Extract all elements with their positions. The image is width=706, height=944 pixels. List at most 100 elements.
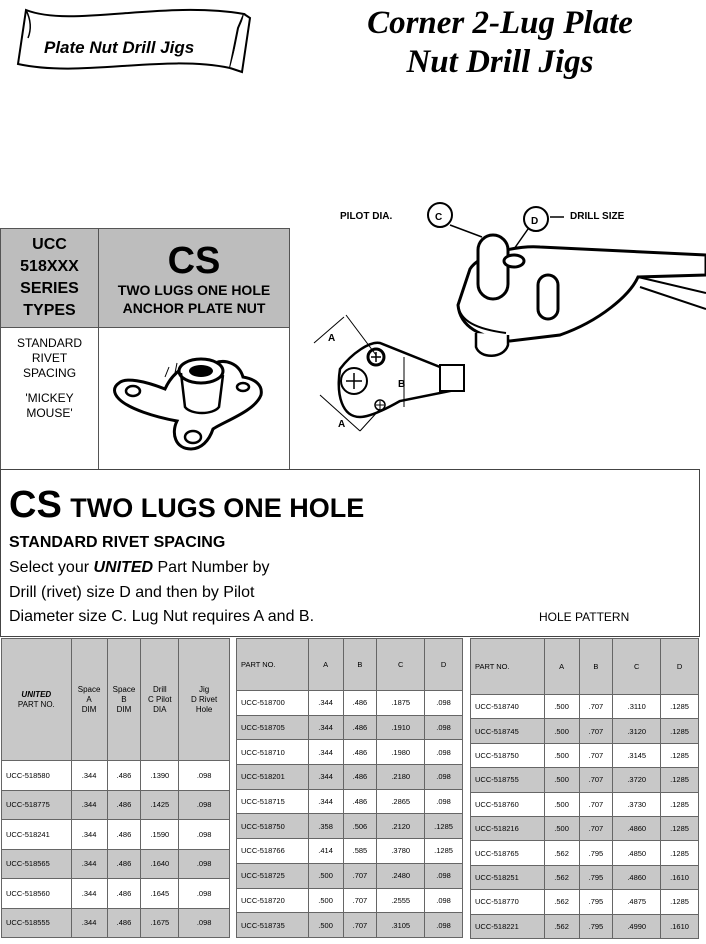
series-line-2: 518XXX (20, 258, 79, 275)
table-header-row: PART NO. A B C D (236, 638, 463, 691)
c-cell: .3105 (376, 912, 426, 938)
series-desc-line-2: ANCHOR PLATE NUT (122, 300, 266, 316)
b-cell: .486 (106, 907, 142, 938)
b-cell: .795 (578, 840, 614, 866)
pilot-dia-label: PILOT DIA. (340, 211, 392, 222)
d-cell: .1285 (660, 815, 699, 842)
c-cell: .3730 (612, 791, 662, 817)
info-line-1-pre: Select your (9, 559, 94, 576)
header-part-no: PART NO. (470, 638, 545, 695)
c-cell: .1425 (140, 789, 180, 820)
d-cell: .098 (178, 907, 230, 938)
pilot-letter: C (435, 212, 442, 223)
series-line-4: TYPES (23, 302, 76, 319)
c-cell: .2865 (376, 788, 426, 815)
c-cell: .1590 (140, 819, 180, 850)
b-cell: .795 (578, 864, 614, 891)
a-cell: .358 (307, 813, 344, 840)
header-a-2: A (86, 694, 92, 704)
spacing-line-1: STANDARD (16, 336, 83, 350)
b-cell: .707 (342, 912, 378, 938)
part-no-cell: UCC-518216 (470, 815, 545, 842)
jig-diagram: PILOT DIA. C D DRILL SIZE A B (300, 195, 706, 470)
a-cell: .344 (70, 819, 108, 850)
c-cell: .4860 (612, 864, 662, 891)
header-b: B (578, 638, 614, 695)
table-row: UCC-518770.562.795.4875.1285 (470, 889, 699, 915)
d-cell: .1285 (660, 693, 699, 720)
c-cell: .3110 (612, 693, 662, 720)
part-no-cell: UCC-518770 (470, 889, 545, 915)
table-row: UCC-518560.344.486.1645.098 (1, 878, 230, 909)
c-cell: .1875 (376, 690, 426, 716)
c-cell: .2180 (376, 764, 426, 790)
c-cell: .3120 (612, 718, 662, 744)
nickname-line-1: 'MICKEY (25, 391, 74, 405)
table-row: UCC-518735.500.707.3105.098 (236, 912, 463, 938)
table-row: UCC-518765.562.795.4850.1285 (470, 840, 699, 866)
c-cell: .1675 (140, 907, 180, 938)
a-cell: .500 (307, 912, 344, 938)
d-cell: .1285 (660, 791, 699, 817)
part-no-cell: UCC-518755 (470, 767, 545, 793)
info-name: TWO LUGS ONE HOLE (70, 493, 365, 523)
b-cell: .707 (342, 862, 378, 889)
c-cell: .4860 (612, 815, 662, 842)
d-cell: .1285 (424, 813, 463, 840)
table-row: UCC-518755.500.707.3720.1285 (470, 767, 699, 793)
table-row: UCC-518760.500.707.3730.1285 (470, 791, 699, 817)
part-no-cell: UCC-518241 (1, 819, 72, 850)
b-cell: .486 (342, 714, 378, 741)
info-line-1-post: Part Number by (153, 559, 270, 576)
header-d-1: Jig (199, 684, 210, 694)
header-part-no: PART NO. (236, 638, 309, 691)
info-code: CS (9, 484, 62, 526)
header-c-2: C Pilot (148, 694, 172, 704)
table-row: UCC-518766.414.585.3780.1285 (236, 838, 463, 864)
table-row: UCC-518775.344.486.1425.098 (1, 789, 230, 820)
d-cell: .098 (424, 764, 463, 790)
jig-diagram-drawing: PILOT DIA. C D DRILL SIZE A B (313, 202, 706, 432)
series-code: CS (167, 240, 221, 282)
header-a: A (543, 638, 580, 695)
c-cell: .4875 (612, 889, 662, 915)
plate-nut-drawing (105, 337, 285, 465)
a-cell: .500 (543, 815, 580, 842)
table-row: UCC-518565.344.486.1640.098 (1, 848, 230, 879)
a-cell: .344 (70, 760, 108, 791)
dim-a-bottom-label: A (338, 419, 345, 430)
a-cell: .344 (307, 788, 344, 815)
d-cell: .098 (424, 690, 463, 716)
a-cell: .344 (70, 789, 108, 820)
d-cell: .098 (424, 862, 463, 889)
header-b-1: Space (112, 684, 136, 694)
a-cell: .562 (543, 913, 580, 939)
info-line-2: Drill (rivet) size D and then by Pilot (9, 583, 255, 601)
table-row: UCC-518715.344.486.2865.098 (236, 788, 463, 815)
b-cell: .486 (106, 878, 142, 909)
part-no-cell: UCC-518251 (470, 864, 545, 891)
table-row: UCC-518241.344.486.1590.098 (1, 819, 230, 850)
header-d: D (424, 638, 463, 691)
title-line-1: Corner 2-Lug Plate (367, 5, 633, 41)
part-no-cell: UCC-518700 (236, 690, 309, 716)
c-cell: .1910 (376, 714, 426, 741)
header-a: A (307, 638, 344, 691)
d-cell: .1610 (660, 864, 699, 891)
series-box: UCC 518XXX SERIES TYPES CS TWO LUGS ONE … (0, 228, 290, 470)
header-a-3: DIM (81, 704, 97, 714)
series-code-cell: CS TWO LUGS ONE HOLE ANCHOR PLATE NUT (99, 229, 289, 328)
c-cell: .4990 (612, 913, 662, 939)
banner-scroll-icon (16, 8, 252, 74)
a-cell: .562 (543, 840, 580, 866)
b-cell: .486 (106, 789, 142, 820)
a-cell: .500 (307, 887, 344, 914)
a-cell: .562 (543, 864, 580, 891)
part-no-cell: UCC-518221 (470, 913, 545, 939)
b-cell: .486 (106, 848, 142, 879)
c-cell: .3720 (612, 767, 662, 793)
d-cell: .098 (178, 819, 230, 850)
b-cell: .486 (342, 788, 378, 815)
d-cell: .1285 (660, 718, 699, 744)
